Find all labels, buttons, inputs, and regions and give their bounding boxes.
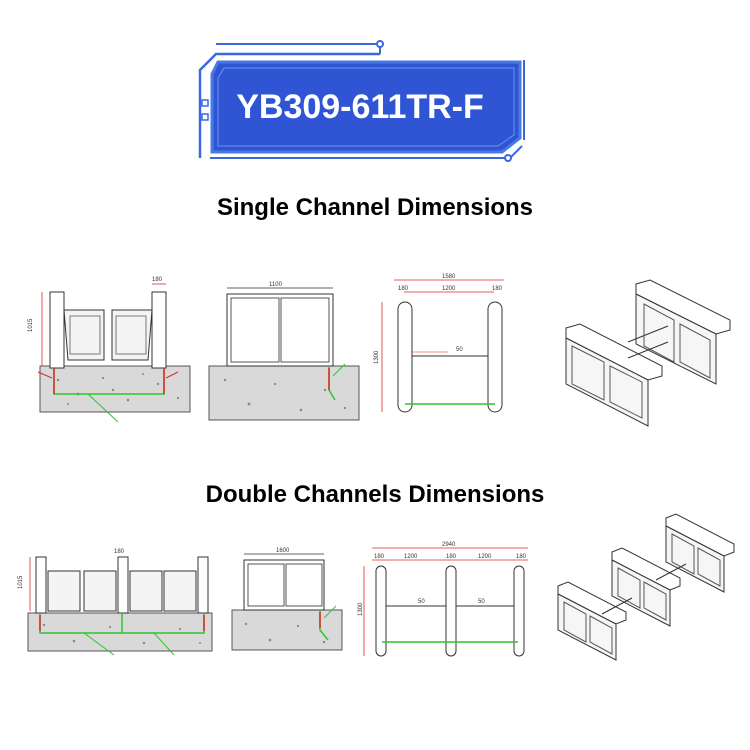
double-top-post-a-label: 180 — [374, 554, 385, 560]
double-3d-view-drawing — [557, 513, 735, 661]
single-top-lane-label: 1200 — [442, 286, 456, 292]
double-top-depth-label: 1300 — [358, 602, 364, 616]
single-top-view-drawing: 1580 1200 180 180 50 1300 — [374, 274, 504, 413]
single-front-height-label: 1015 — [28, 318, 34, 332]
double-top-lane-a-label: 1200 — [404, 554, 418, 560]
double-top-lane-b-label: 1200 — [478, 554, 492, 560]
circuit-frame-icon — [198, 40, 525, 162]
model-title: YB309-611TR-F — [236, 87, 484, 126]
single-side-width-label: 1100 — [269, 282, 283, 288]
single-top-gap-label: 50 — [456, 347, 463, 353]
single-front-view-drawing: 1015 180 — [28, 277, 191, 423]
double-channels-heading: Double Channels Dimensions — [205, 481, 545, 508]
single-3d-view-drawing — [565, 279, 731, 427]
single-side-view-drawing: 1100 — [208, 282, 360, 421]
single-top-post-b-label: 180 — [492, 286, 503, 292]
double-top-gap-b-label: 50 — [478, 599, 485, 605]
double-side-view-drawing: 1600 — [231, 548, 343, 651]
single-top-post-a-label: 180 — [398, 286, 409, 292]
double-top-post-b-label: 180 — [446, 554, 457, 560]
double-front-view-drawing: 1015 180 — [18, 549, 213, 656]
single-top-total-label: 1580 — [442, 274, 456, 280]
single-front-post-label: 180 — [152, 277, 163, 283]
single-channel-heading: Single Channel Dimensions — [216, 194, 534, 221]
model-badge: YB309-611TR-F — [190, 40, 530, 162]
double-top-gap-a-label: 50 — [418, 599, 425, 605]
double-top-view-drawing: 2940 180 1200 180 1200 180 50 50 1300 — [358, 542, 528, 657]
double-top-post-c-label: 180 — [516, 554, 527, 560]
double-front-height-label: 1015 — [18, 575, 24, 589]
double-side-width-label: 1600 — [276, 548, 290, 554]
double-top-total-label: 2940 — [442, 542, 456, 548]
double-front-post-label: 180 — [114, 549, 125, 555]
single-top-depth-label: 1300 — [374, 350, 380, 364]
